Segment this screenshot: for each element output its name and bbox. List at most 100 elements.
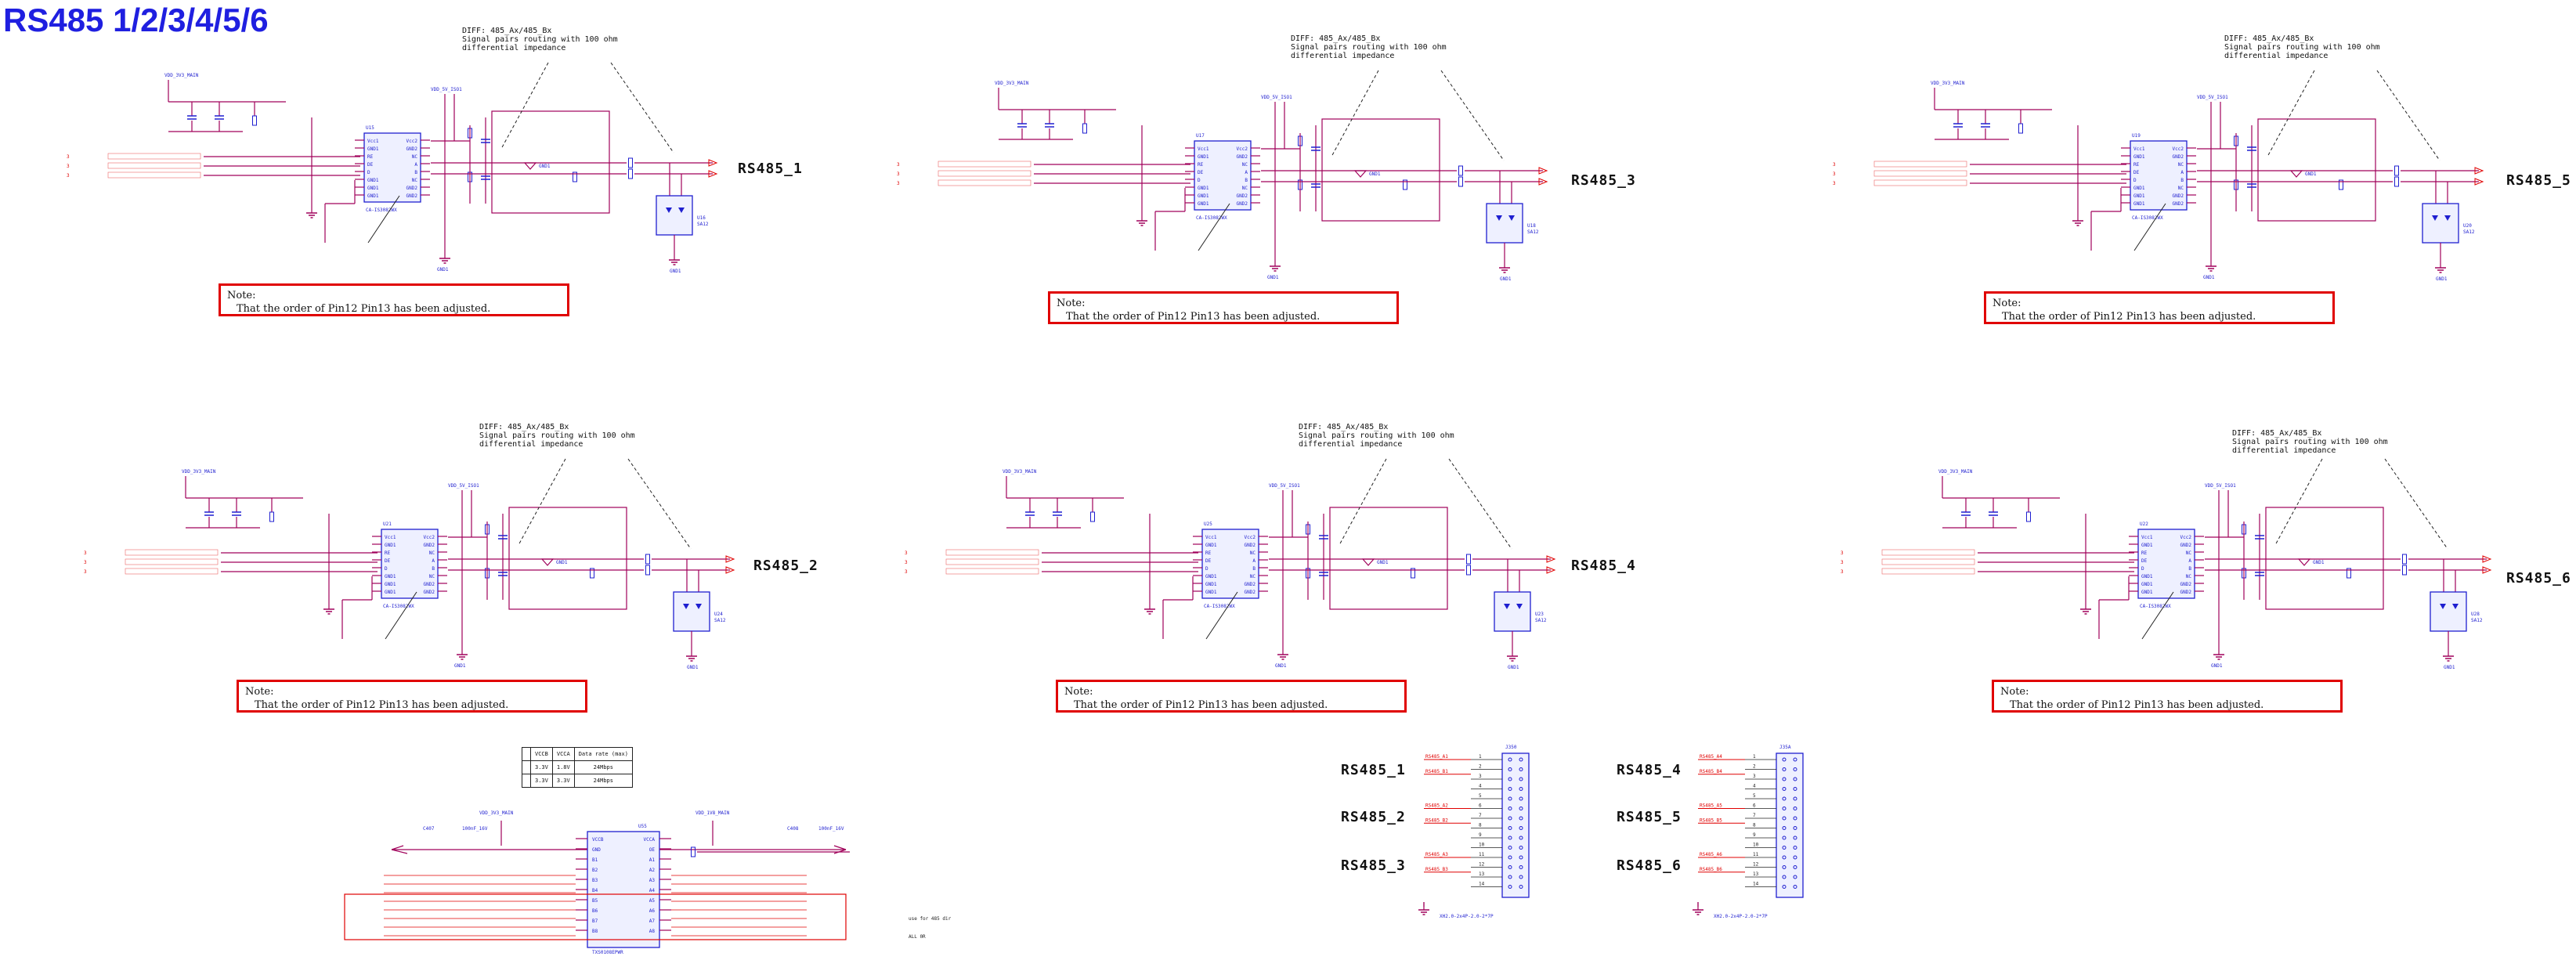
iso-ground-label: GND1 — [556, 560, 568, 565]
ic-pin-label: DE — [367, 162, 374, 168]
pin-number: 10 — [1753, 843, 1759, 848]
pin-number: 8 — [1479, 823, 1482, 828]
pin-number: 3 — [897, 181, 900, 186]
ic-pin-label: DE — [2133, 170, 2140, 175]
connector-pin — [1782, 835, 1787, 840]
table-cell: 3.3V — [530, 774, 553, 788]
pin-number: 11 — [1753, 852, 1759, 857]
ic-pin-label: NC — [2186, 574, 2192, 579]
supply-net-label: VDD_3V3_MAIN — [1938, 469, 1973, 475]
ic-pin-label: GND1 — [385, 590, 396, 595]
diff-pointer — [1448, 458, 1512, 550]
ic-pin-label: B1 — [592, 857, 598, 863]
note-text: That the order of Pin12 Pin13 has been a… — [255, 699, 509, 711]
pin-number: 8 — [1753, 823, 1756, 828]
connector-body — [1501, 752, 1530, 898]
connector-pin — [1793, 767, 1797, 771]
diff-line: Signal pairs routing with 100 ohm — [1299, 431, 1454, 440]
net-label-box — [125, 558, 219, 565]
pin-number: 3 — [905, 569, 908, 575]
ic-pin-label: RE — [1198, 162, 1204, 168]
diff-line: differential impedance — [2224, 52, 2329, 60]
offpage-arrow — [725, 566, 735, 574]
ic-pin-label: GND2 — [1245, 543, 1256, 548]
connector-reference: J35A — [1779, 745, 1791, 750]
table-cell: 24Mbps — [573, 760, 633, 774]
isolation-box — [491, 110, 610, 214]
capacitor-reference: C408 — [787, 826, 799, 832]
rs485-channel-block: VDD_3V3_MAIN333U22CA-IS3082WXVcc1GND1RED… — [1841, 458, 2492, 670]
ic-pin-label: GND2 — [2173, 193, 2184, 199]
resistor — [2402, 554, 2407, 565]
supply-net-label: VDD_1V8_MAIN — [695, 810, 730, 816]
resistor — [590, 568, 594, 579]
net-label-box — [1881, 558, 1975, 565]
pin-number: 3 — [84, 569, 87, 575]
connector-pin — [1782, 767, 1787, 771]
ic-pin-label: DE — [385, 558, 391, 564]
rs485-channel-block: VDD_3V3_MAIN333U19CA-IS3082WXVcc1GND1RED… — [1833, 70, 2484, 282]
connector-pin — [1782, 796, 1787, 801]
ground-label: GND1 — [1267, 275, 1279, 280]
ic-pin-label: NC — [412, 178, 418, 183]
resistor — [2339, 179, 2343, 190]
isolation-box — [2257, 118, 2376, 222]
ground-label: GND1 — [454, 663, 466, 669]
supply-net-label: VDD_3V3_MAIN — [164, 73, 199, 78]
connector-pin — [1793, 757, 1797, 762]
table-header — [522, 747, 531, 761]
transceiver-ic — [1194, 140, 1252, 211]
connector-pin — [1782, 777, 1787, 781]
connector-group-label: RS485_6 — [1617, 857, 1682, 874]
diff-line: Signal pairs routing with 100 ohm — [462, 35, 618, 44]
ic-pin-label: A — [2180, 170, 2184, 175]
ic-pin-label: A6 — [649, 908, 656, 914]
note-box: Note:That the order of Pin12 Pin13 has b… — [1048, 291, 1399, 324]
sheet-title: RS485 1/2/3/4/5/6 — [3, 2, 269, 38]
diff-pointer — [2267, 70, 2315, 157]
offpage-arrow — [1538, 178, 1548, 186]
rs485-channel-block: VDD_3V3_MAIN333U15CA-IS3082WXVcc1GND1RED… — [67, 62, 718, 274]
ic-pin-label: GND1 — [385, 574, 396, 579]
connector-pin — [1519, 846, 1523, 850]
ic-pin-label: GND2 — [2173, 154, 2184, 160]
pin-number: 12 — [1479, 862, 1485, 868]
connector-pin — [1782, 865, 1787, 869]
diff-line: Signal pairs routing with 100 ohm — [1291, 43, 1447, 52]
ic-pin-label: GND2 — [1237, 193, 1248, 199]
ic-pin-label: GND1 — [367, 178, 379, 183]
pin-number: 14 — [1753, 882, 1759, 887]
resistor — [628, 168, 633, 179]
ic-pin-label: GND1 — [2133, 201, 2145, 207]
connector-pin — [1519, 796, 1523, 801]
ic-reference: U55 — [638, 824, 647, 829]
tvs-diode — [656, 195, 693, 236]
note-box: Note:That the order of Pin12 Pin13 has b… — [1056, 680, 1407, 713]
ic-pin-label: NC — [1250, 574, 1256, 579]
connector-net-label: RS485_A1 — [1425, 754, 1448, 760]
net-label-box — [938, 161, 1031, 168]
net-label-box — [945, 568, 1039, 575]
diff-line: DIFF: 485_Ax/485_Bx — [1291, 34, 1381, 43]
note-pointer — [367, 195, 400, 244]
resistor — [645, 554, 650, 565]
pin-number: 3 — [1841, 569, 1844, 575]
diff-line: differential impedance — [479, 440, 583, 449]
ic-pin-label: OE — [649, 847, 656, 853]
pin-number: 3 — [905, 560, 908, 565]
note-text: That the order of Pin12 Pin13 has been a… — [2010, 699, 2264, 711]
pin-number: 3 — [67, 164, 70, 169]
pin-number: 13 — [1479, 872, 1485, 877]
pin-number: 9 — [1479, 832, 1482, 838]
pin-number: 5 — [1479, 793, 1482, 799]
ic-pin-label: RE — [367, 154, 374, 160]
resistor — [2018, 123, 2023, 134]
ic-pin-label: B6 — [592, 908, 598, 914]
connector-pin — [1519, 787, 1523, 791]
ic-pin-label: GND2 — [424, 543, 435, 548]
ic-pin-label: RE — [385, 550, 391, 556]
connector-pin — [1519, 855, 1523, 860]
ic-pin-label: VCCB — [592, 837, 604, 843]
